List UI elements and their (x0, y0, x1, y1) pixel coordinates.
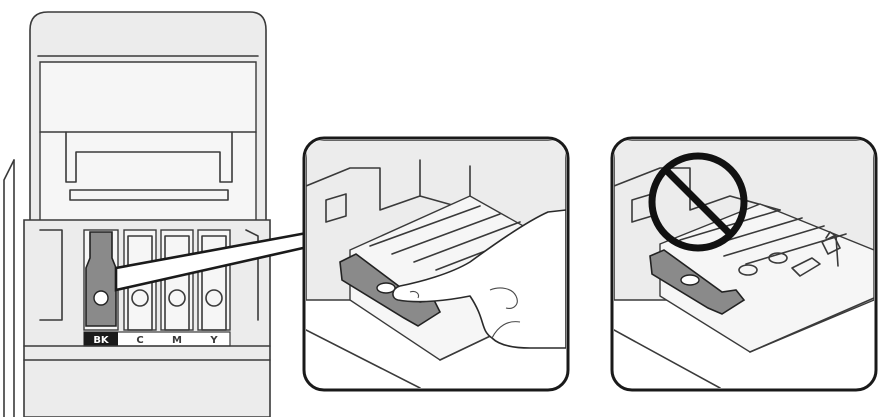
zoom-panel-correct (302, 136, 570, 392)
tank-label-m: M (172, 335, 182, 346)
pointing-finger-icon (392, 209, 566, 349)
bk-tank-cap (85, 231, 117, 327)
tank-label-y: Y (209, 335, 218, 346)
tank-label-c: C (136, 335, 143, 346)
tank-label-bk: BK (93, 335, 110, 346)
zoom-panel-prohibited (610, 136, 878, 392)
printer-illustration: BK C M Y (3, 11, 271, 417)
prohibited-icon (648, 152, 748, 252)
